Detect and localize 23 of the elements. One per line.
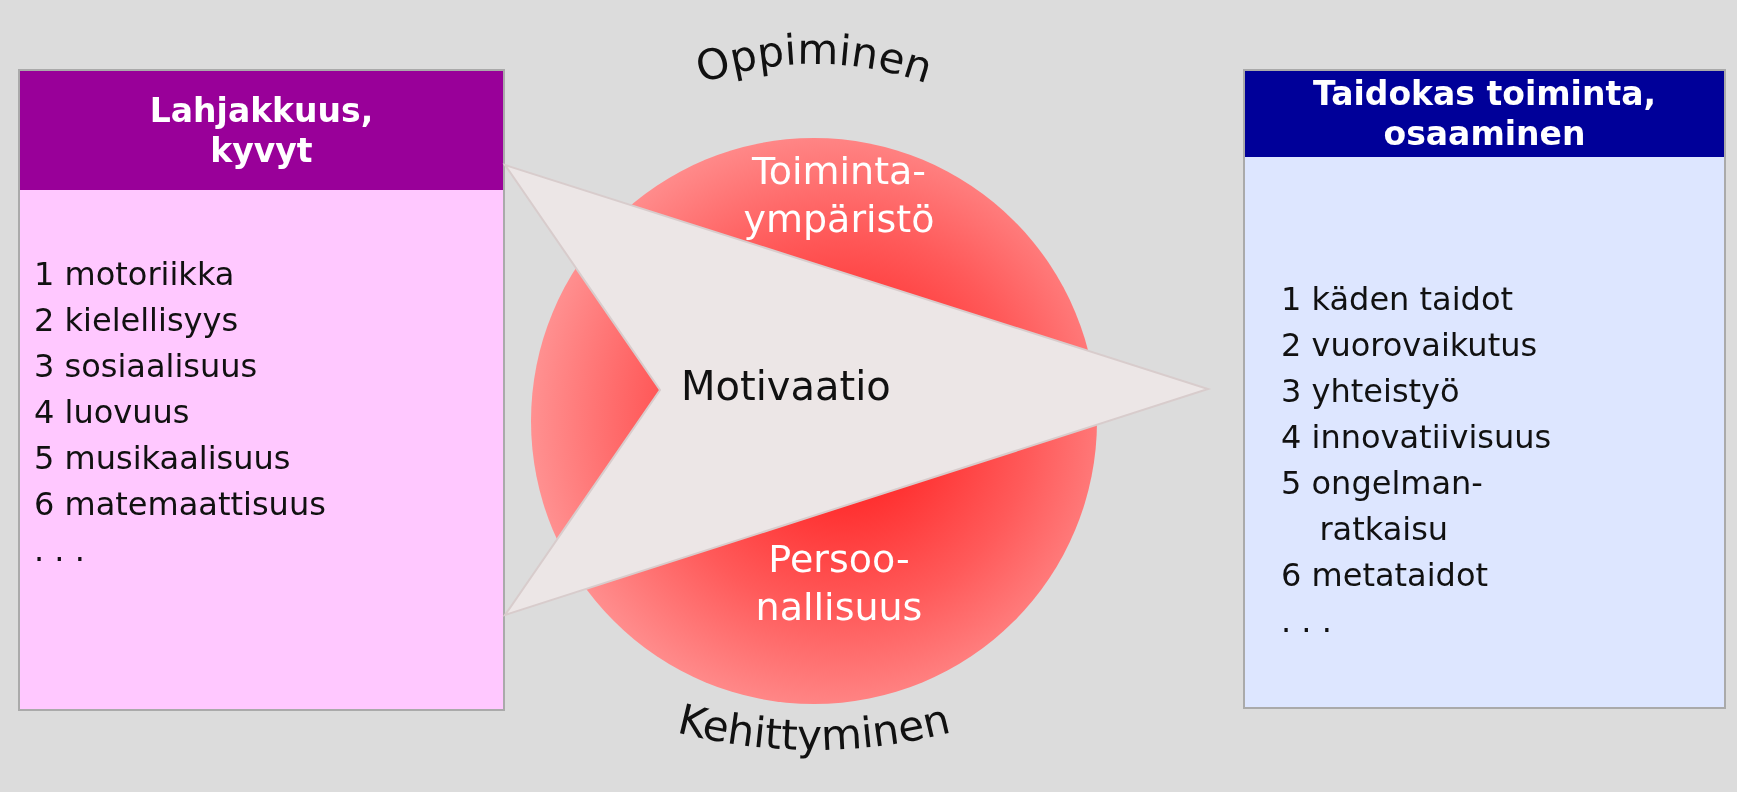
- curved-caption: Oppiminen: [689, 24, 939, 93]
- list-item: 1 motoriikka: [34, 254, 236, 295]
- list-item: . . .: [34, 530, 86, 571]
- list-panel: [1243, 69, 1726, 709]
- list-item: 5 musikaalisuus: [34, 438, 292, 479]
- circle-label: Persoo- nallisuus: [754, 536, 924, 631]
- list-item: 2 vuorovaikutus: [1281, 325, 1539, 366]
- list-item: 6 metataidot: [1281, 555, 1490, 596]
- list-item: 1 käden taidot: [1281, 279, 1515, 320]
- chevron-arrow: [502, 163, 1212, 617]
- curved-caption: Kehittyminen: [673, 694, 955, 761]
- list-item: 5 ongelman- ratkaisu: [1281, 463, 1484, 550]
- list-item: 3 sosiaalisuus: [34, 346, 259, 387]
- list-item: 4 luovuus: [34, 392, 191, 433]
- list-item: 6 matemaattisuus: [34, 484, 327, 525]
- circle-label: Toiminta- ympäristö: [742, 148, 936, 243]
- list-item: 4 innovatiivisuus: [1281, 417, 1553, 458]
- list-item: . . .: [1281, 601, 1333, 642]
- list-panel: [18, 69, 505, 711]
- header-title: Taidokas toiminta, osaaminen: [1312, 74, 1657, 154]
- list-item: 2 kielellisyys: [34, 300, 240, 341]
- list-item: 3 yhteistyö: [1281, 371, 1461, 412]
- header-title: Lahjakkuus, kyvyt: [148, 90, 375, 171]
